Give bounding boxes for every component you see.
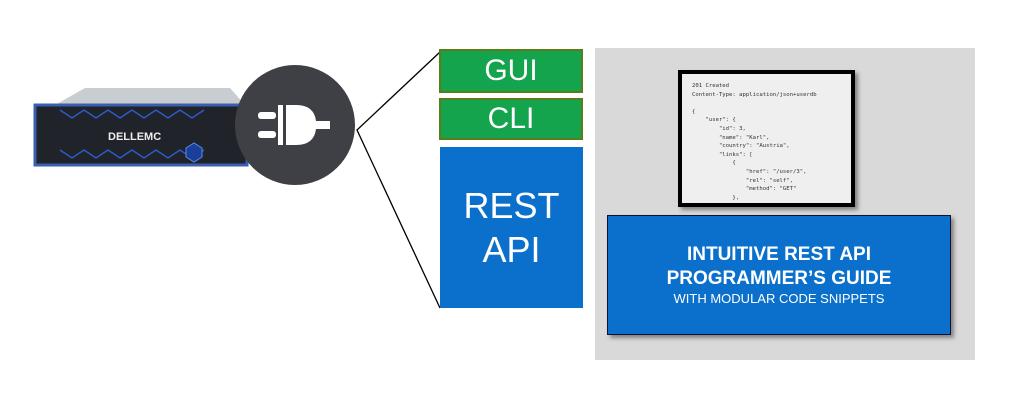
code-snippet: 201 Created Content-Type: application/js… xyxy=(692,83,817,201)
storage-server-image: DELLEMC xyxy=(33,88,249,167)
guide-title-line1: INTUITIVE REST API xyxy=(686,244,872,265)
plug-icon xyxy=(258,105,330,145)
gui-box: GUI xyxy=(439,49,583,93)
guide-subtitle: WITH MODULAR CODE SNIPPETS xyxy=(673,291,885,306)
code-snippet-box: 201 Created Content-Type: application/js… xyxy=(678,70,855,207)
gui-label: GUI xyxy=(484,54,538,87)
cli-box: CLI xyxy=(439,98,583,140)
server-brand-logo: DELLEMC xyxy=(108,131,161,143)
guide-title-line2: PROGRAMMER’S GUIDE xyxy=(666,268,892,289)
programmers-guide-banner: INTUITIVE REST API PROGRAMMER’S GUIDE WI… xyxy=(607,215,951,335)
cli-label: CLI xyxy=(487,102,535,135)
callout-bracket xyxy=(356,51,441,309)
rest-api-label: REST API xyxy=(463,184,560,270)
rest-api-box: REST API xyxy=(440,147,583,308)
